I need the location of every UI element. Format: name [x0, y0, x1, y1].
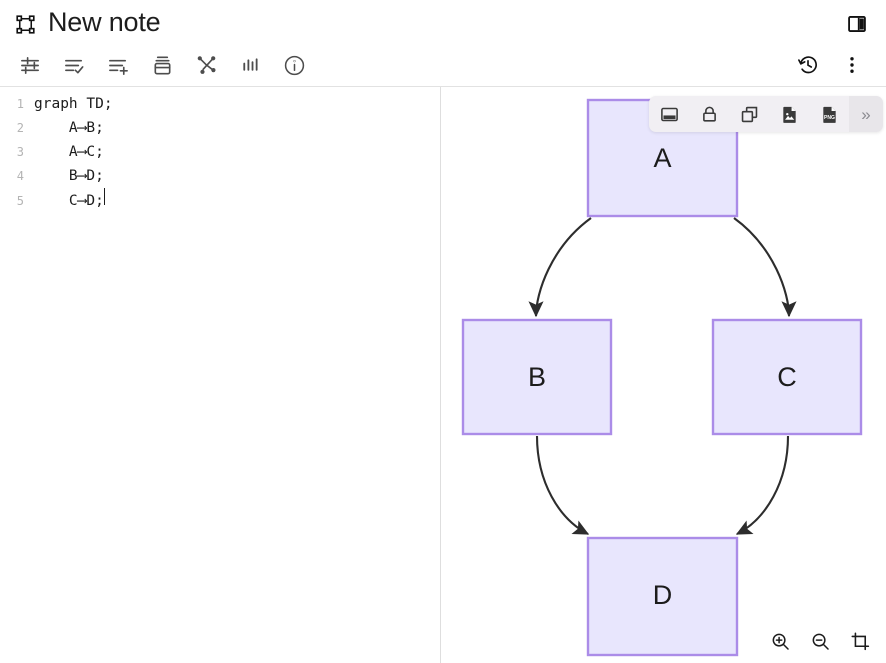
code-area[interactable]: 1 graph TD; 2 A⟶B; 3 A⟶C; 4 B⟶D; 5 C⟶D; — [0, 92, 440, 212]
edge-c-d — [735, 435, 790, 535]
history-clock-icon[interactable] — [786, 48, 830, 82]
line-content: B⟶D; — [34, 168, 104, 184]
line-content: C⟶D; — [34, 193, 104, 209]
header-divider — [0, 86, 886, 87]
selection-handles-icon — [10, 9, 40, 39]
code-line[interactable]: 2 A⟶B; — [0, 116, 440, 140]
mermaid-diagram: A B C D — [461, 98, 863, 657]
line-content: A⟶B; — [34, 120, 104, 136]
more-tools-chevron-icon[interactable]: » — [849, 96, 883, 132]
node-label-b: B — [528, 362, 546, 392]
graph-branch-icon[interactable] — [184, 48, 228, 82]
line-number: 1 — [16, 97, 24, 111]
zoom-in-icon[interactable] — [766, 627, 794, 655]
code-line[interactable]: 5 C⟶D; — [0, 188, 440, 212]
bar-chart-icon[interactable] — [228, 48, 272, 82]
fit-panel-icon[interactable] — [649, 96, 689, 132]
code-line[interactable]: 3 A⟶C; — [0, 140, 440, 164]
copy-icon[interactable] — [729, 96, 769, 132]
code-editor-pane[interactable]: 1 graph TD; 2 A⟶B; 3 A⟶C; 4 B⟶D; 5 C⟶D; — [0, 87, 440, 663]
title-bar: New note — [0, 0, 886, 48]
main-toolbar — [0, 44, 886, 86]
node-label-a: A — [653, 143, 671, 173]
export-png-icon[interactable]: PNG — [809, 96, 849, 132]
line-content: graph TD; — [34, 96, 113, 112]
code-line[interactable]: 1 graph TD; — [0, 92, 440, 116]
diagram-node-c[interactable]: C — [711, 318, 863, 436]
svg-text:PNG: PNG — [824, 114, 835, 120]
diagram-node-b[interactable]: B — [461, 318, 613, 436]
diagram-floating-toolbar: PNG » — [649, 96, 883, 132]
text-caret — [103, 188, 105, 205]
line-number: 4 — [16, 169, 24, 183]
line-number: 2 — [16, 121, 24, 135]
settings-sliders-icon[interactable] — [8, 48, 52, 82]
diagram-preview-pane[interactable]: A B C D — [441, 87, 886, 663]
export-svg-icon[interactable] — [769, 96, 809, 132]
code-line[interactable]: 4 B⟶D; — [0, 164, 440, 188]
pane-split-divider[interactable] — [440, 87, 441, 663]
task-list-check-icon[interactable] — [52, 48, 96, 82]
info-circle-icon[interactable] — [272, 48, 316, 82]
node-label-c: C — [777, 362, 797, 392]
lock-icon[interactable] — [689, 96, 729, 132]
fit-crop-icon[interactable] — [846, 627, 874, 655]
line-number: 3 — [16, 145, 24, 159]
edge-a-c — [733, 217, 797, 318]
archive-box-icon[interactable] — [140, 48, 184, 82]
node-label-d: D — [653, 580, 673, 610]
edge-a-b — [528, 217, 592, 318]
edge-b-d — [535, 435, 590, 535]
diagram-node-d[interactable]: D — [586, 536, 739, 657]
zoom-controls — [766, 627, 874, 655]
more-vertical-icon[interactable] — [830, 48, 874, 82]
zoom-out-icon[interactable] — [806, 627, 834, 655]
list-add-icon[interactable] — [96, 48, 140, 82]
line-content: A⟶C; — [34, 144, 104, 160]
note-title[interactable]: New note — [48, 7, 161, 37]
line-number: 5 — [16, 194, 24, 208]
panel-layout-icon[interactable] — [842, 9, 872, 39]
